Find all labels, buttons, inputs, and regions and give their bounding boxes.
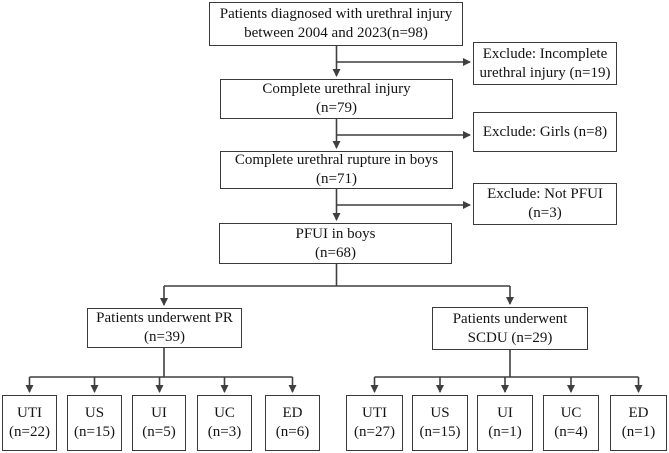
node-pfui-in-boys: PFUI in boys (n=68) — [219, 223, 452, 264]
node-complete-urethral-injury: Complete urethral injury (n=79) — [220, 79, 453, 119]
node-text-line: Exclude: Girls (n=8) — [482, 123, 608, 140]
node-text-line: (n=3) — [207, 424, 242, 440]
node-text-line: Patients underwent — [452, 310, 568, 327]
node-text-line: UTI — [17, 405, 42, 421]
node-pr-outcome-us: US (n=15) — [67, 395, 122, 451]
node-text-line: UC — [560, 405, 582, 421]
node-text-line: (n=1) — [488, 424, 522, 440]
node-text-line: (n=3) — [528, 205, 562, 221]
node-exclude-girls: Exclude: Girls (n=8) — [473, 112, 617, 152]
node-text-line: Complete urethral rupture in boys — [234, 152, 439, 168]
node-text-line: Patients diagnosed with urethral injury — [219, 6, 453, 22]
node-text-line: ED — [628, 405, 649, 421]
node-text-line: (n=39) — [144, 329, 185, 345]
node-text-line: ED — [282, 405, 303, 421]
node-text-line: SCDU (n=29) — [467, 329, 553, 346]
node-scdu-outcome-ed: ED (n=1) — [610, 395, 667, 451]
node-pr-outcome-uti: UTI (n=22) — [2, 395, 57, 451]
node-text-line: (n=71) — [316, 171, 357, 187]
node-text-line: UI — [497, 405, 513, 421]
node-text-line: US — [84, 405, 105, 421]
node-text-line: (n=15) — [74, 424, 115, 440]
node-underwent-pr: Patients underwent PR (n=39) — [87, 308, 242, 348]
node-text-line: UC — [214, 405, 235, 421]
node-pr-outcome-uc: UC (n=3) — [197, 395, 252, 451]
node-exclude-not-pfui: Exclude: Not PFUI (n=3) — [473, 183, 617, 225]
node-underwent-scdu: Patients underwent SCDU (n=29) — [432, 307, 588, 350]
node-pr-outcome-ui: UI (n=5) — [132, 395, 186, 451]
node-text-line: UTI — [362, 405, 387, 421]
node-text-line: PFUI in boys — [295, 225, 376, 242]
node-text-line: Exclude: Incomplete — [482, 45, 608, 62]
node-text-line: Patients underwent PR — [96, 310, 233, 326]
node-text-line: Complete urethral injury — [262, 81, 411, 97]
node-scdu-outcome-us: US (n=15) — [412, 395, 468, 451]
node-scdu-outcome-ui: UI (n=1) — [477, 395, 533, 451]
node-complete-rupture-boys: Complete urethral rupture in boys (n=71) — [220, 151, 453, 189]
node-pr-outcome-ed: ED (n=6) — [265, 395, 320, 451]
node-patients-diagnosed: Patients diagnosed with urethral injury … — [209, 2, 463, 46]
node-scdu-outcome-uc: UC (n=4) — [543, 395, 599, 451]
node-text-line: (n=15) — [419, 424, 461, 440]
node-text-line: (n=1) — [621, 424, 656, 440]
node-text-line: (n=5) — [142, 424, 176, 440]
node-text-line: (n=4) — [554, 424, 588, 440]
node-text-line: (n=79) — [316, 100, 357, 116]
node-text-line: between 2004 and 2023(n=98) — [244, 25, 428, 41]
node-text-line: Exclude: Not PFUI — [487, 186, 603, 202]
node-text-line: (n=22) — [9, 424, 50, 440]
node-scdu-outcome-uti: UTI (n=27) — [346, 395, 403, 451]
node-text-line: (n=68) — [315, 244, 356, 261]
node-text-line: (n=27) — [354, 424, 395, 440]
node-text-line: UI — [151, 405, 167, 421]
node-text-line: urethral injury (n=19) — [479, 64, 611, 81]
node-text-line: US — [430, 405, 450, 421]
node-text-line: (n=6) — [275, 424, 310, 440]
node-exclude-incomplete: Exclude: Incomplete urethral injury (n=1… — [473, 42, 617, 85]
